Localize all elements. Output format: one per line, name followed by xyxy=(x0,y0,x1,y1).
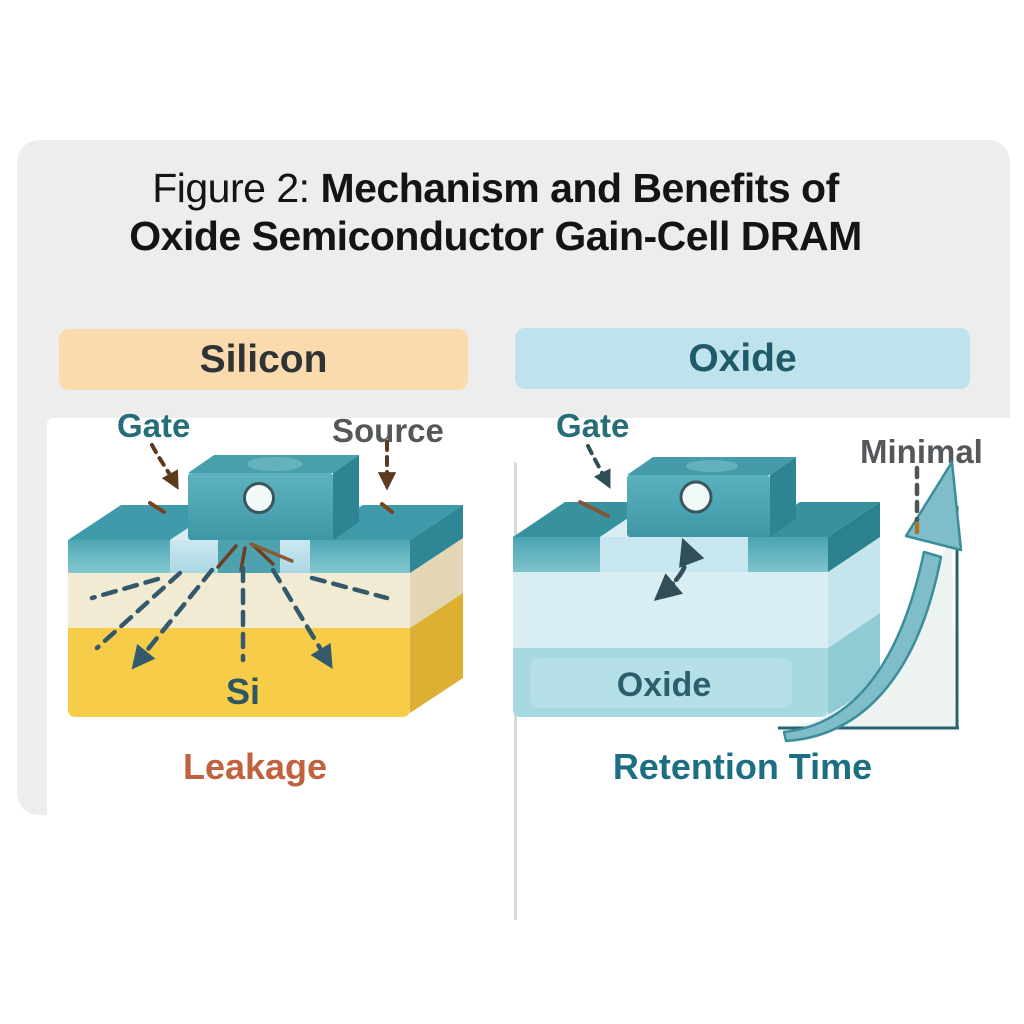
cream-layer-front xyxy=(68,573,410,628)
gate-label-right: Gate xyxy=(556,407,630,444)
gate-top-highlight xyxy=(247,457,303,471)
teal-layer-side xyxy=(410,505,463,573)
oxide-body-label: Oxide xyxy=(617,666,711,704)
teal-layer-side xyxy=(828,502,880,572)
charge-retention-arrow xyxy=(653,537,705,602)
oxide-transistor-illustration: Oxide xyxy=(513,444,963,743)
si-substrate-side xyxy=(410,593,463,713)
retention-growth-arrow-body xyxy=(782,550,943,743)
gate-speck xyxy=(148,501,166,514)
oxide-body-side-upper xyxy=(828,537,880,648)
figure-title-line2: Oxide Semiconductor Gain-Cell DRAM xyxy=(129,213,862,259)
oxide-body-side-lower xyxy=(828,613,880,717)
figure-title-text: Mechanism and Benefits of xyxy=(320,165,839,211)
figure-title: Figure 2: Mechanism and Benefits of Oxid… xyxy=(17,164,1010,260)
si-substrate-label: Si xyxy=(226,671,260,712)
right-slab-top xyxy=(310,505,463,540)
growth-area xyxy=(782,524,955,728)
left-slab-top xyxy=(513,502,652,537)
gate-top-highlight xyxy=(686,460,738,472)
silicon-transistor-illustration: Si xyxy=(68,440,463,717)
gate-pointer-arrow xyxy=(586,444,611,489)
leakage-caption: Leakage xyxy=(182,746,328,787)
leakage-arrows xyxy=(89,565,390,670)
gate-pointer-arrow xyxy=(150,443,179,490)
left-slab-top xyxy=(68,505,223,540)
oxide-body-inner-patch xyxy=(530,658,792,708)
source-speck xyxy=(380,502,394,514)
left-slab-front xyxy=(513,537,600,572)
silicon-header: Silicon xyxy=(59,329,468,390)
right-slab-front xyxy=(310,540,410,573)
minimal-label: Minimal xyxy=(860,433,983,470)
gate-contact-circle xyxy=(243,482,275,514)
gate-block-side xyxy=(770,457,796,537)
figure-number: Figure 2: xyxy=(152,165,310,211)
retention-growth-arrow-head xyxy=(904,460,963,552)
gate-speck xyxy=(578,500,610,518)
figure-title-line1: Figure 2: Mechanism and Benefits of xyxy=(17,164,974,212)
gate-label-left: Gate xyxy=(117,407,191,444)
channel-front xyxy=(600,537,748,572)
gate-block-side xyxy=(333,455,359,540)
left-slab-front xyxy=(68,540,170,573)
gate-contact-circle xyxy=(679,480,713,514)
right-slab-front xyxy=(748,537,828,572)
oxide-header: Oxide xyxy=(515,328,970,389)
retention-caption: Retention Time xyxy=(612,746,873,787)
cream-layer-side xyxy=(410,538,463,628)
